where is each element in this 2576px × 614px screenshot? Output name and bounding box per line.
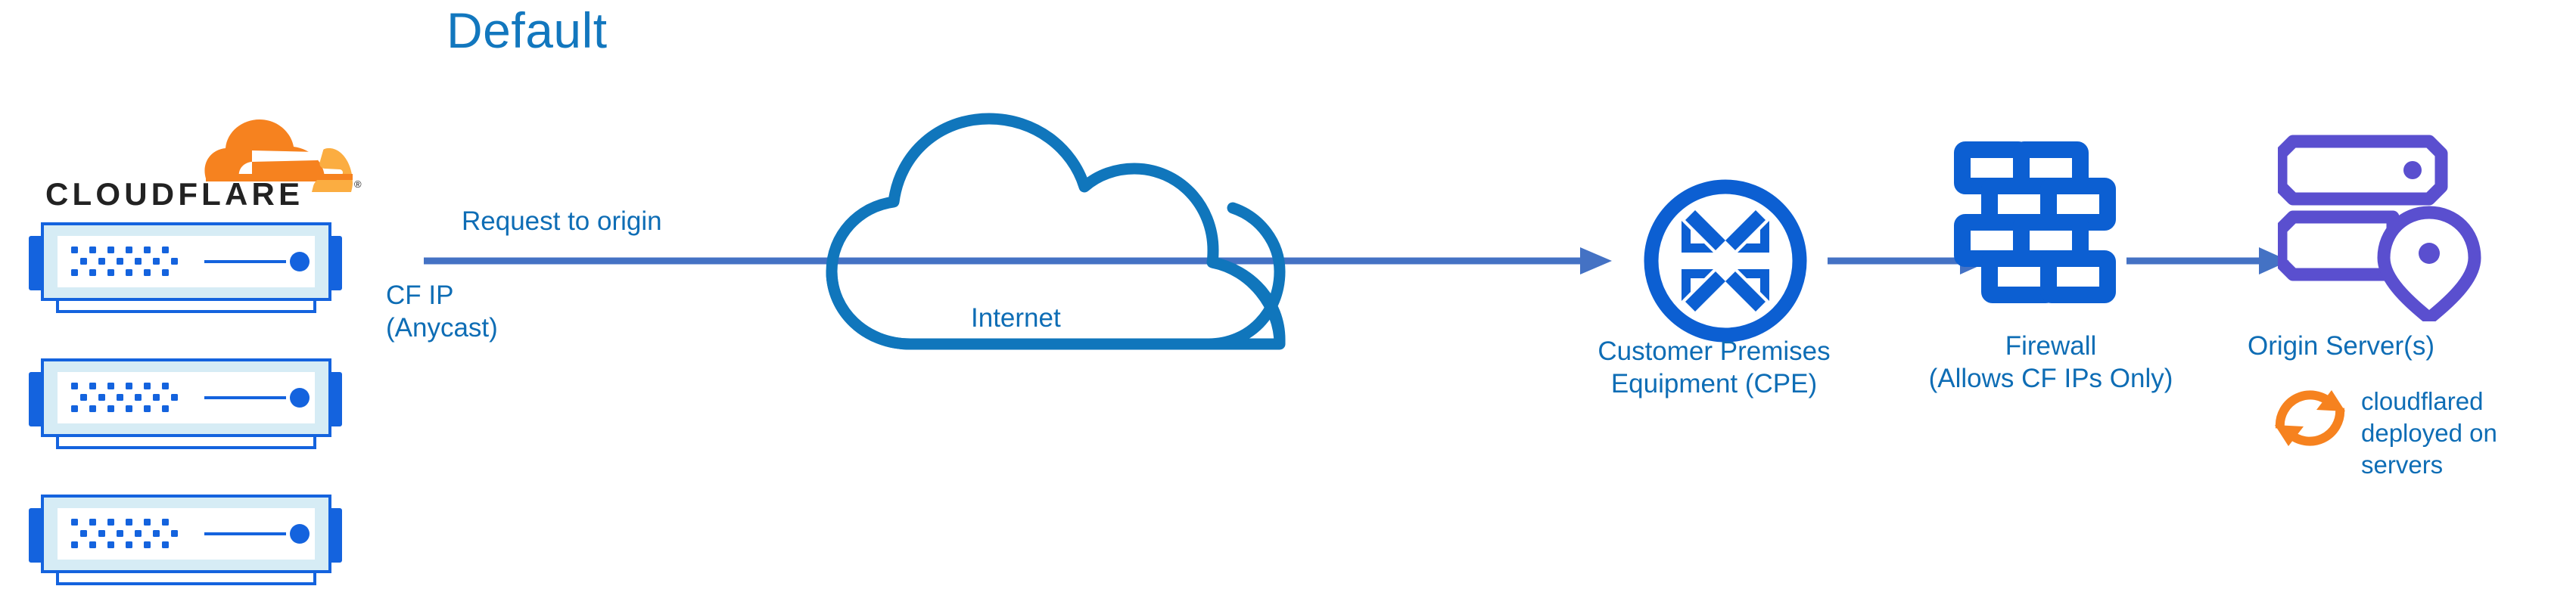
internet-label: Internet	[971, 303, 1061, 333]
cloudflare-edge-server-icon	[29, 358, 342, 449]
server-port-dots	[71, 383, 178, 412]
brick-wall-icon	[1954, 141, 2116, 303]
sync-arrows-icon	[2266, 377, 2354, 460]
origin-server-node	[2274, 132, 2505, 325]
arrow-right-icon	[2126, 247, 2289, 274]
customer-premises-equipment-node	[1619, 174, 1831, 348]
cloudflare-wordmark: CLOUDFLARE	[45, 176, 303, 212]
cloudflare-cloud-mark	[204, 119, 353, 192]
sync-arrows-icon-svg	[2275, 390, 2345, 446]
server-port-dots	[71, 247, 178, 276]
connector-cloudflare-to-cpe	[424, 238, 1612, 284]
cloud-icon	[826, 113, 1286, 350]
cloudflare-edge-server-icon	[29, 495, 342, 585]
cloudflare-edge-server-icon	[29, 222, 342, 313]
origin-server-label: Origin Server(s)	[2248, 331, 2434, 361]
internet-cloud-node	[821, 110, 1298, 352]
firewall-label: Firewall (Allows CF IPs Only)	[1928, 331, 2173, 393]
cloudflare-logo-svg: CLOUDFLARE ®	[45, 119, 362, 212]
cpe-label: Customer Premises Equipment (CPE)	[1598, 336, 1831, 398]
cloudflare-trademark: ®	[354, 178, 362, 190]
list-item	[23, 348, 348, 454]
arrow-right-icon	[424, 247, 1612, 274]
cloudflare-logo: CLOUDFLARE ®	[30, 106, 371, 219]
request-to-origin-label: Request to origin	[462, 206, 662, 236]
cloudflared-note-label: cloudflared deployed on servers	[2361, 387, 2497, 479]
firewall-node	[1952, 140, 2126, 321]
server-port-dots	[71, 519, 178, 548]
connector-firewall-to-origin	[2126, 238, 2289, 284]
page-title: Default	[446, 2, 608, 58]
list-item	[23, 212, 348, 318]
list-item	[23, 484, 348, 590]
router-four-arrows-icon	[1644, 179, 1807, 343]
server-rack-location-pin-icon	[2274, 135, 2481, 325]
cf-ip-anycast-label: CF IP (Anycast)	[386, 281, 498, 343]
